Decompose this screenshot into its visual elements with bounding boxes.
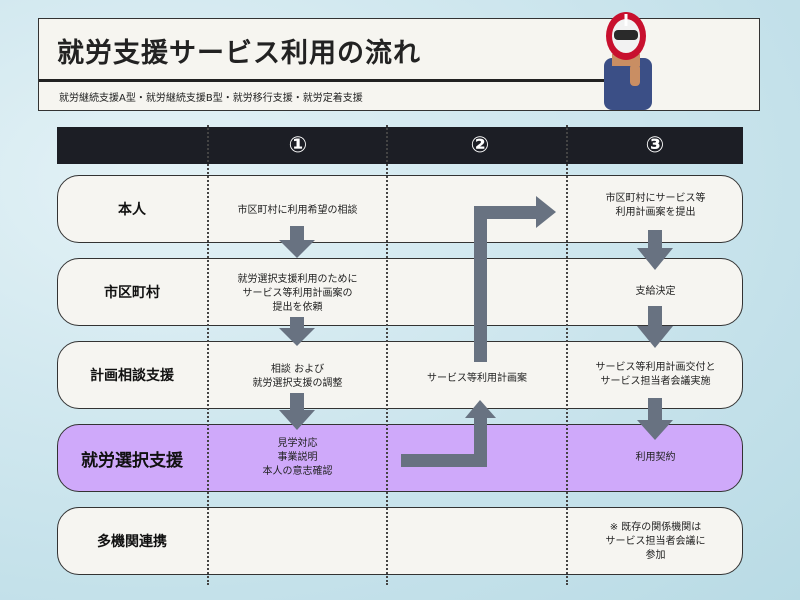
row-label-municipality: 市区町村 bbox=[104, 285, 160, 301]
page-title: 就労支援サービス利用の流れ bbox=[57, 38, 421, 69]
down-arrow-icon bbox=[279, 226, 315, 258]
down-arrow-icon bbox=[637, 306, 673, 348]
elbow-up-right-arrow-icon bbox=[474, 196, 556, 362]
step-3-label: ③ bbox=[645, 133, 665, 158]
row-multi-agency bbox=[57, 507, 743, 575]
elbow-right-up-arrow-icon bbox=[401, 400, 496, 467]
step-2-label: ② bbox=[470, 133, 490, 158]
cell-municipality-step3: 支給決定 bbox=[635, 286, 676, 297]
cell-selection-step3: 利用契約 bbox=[635, 452, 676, 463]
cell-multi-agency-step3: ※ 既存の関係機関は サービス担当者会議に 参加 bbox=[605, 522, 706, 561]
cell-planning-step2: サービス等利用計画案 bbox=[427, 373, 527, 384]
row-label-multi-agency: 多機関連携 bbox=[97, 534, 167, 550]
column-divider bbox=[207, 125, 209, 585]
row-employment-selection bbox=[57, 424, 743, 492]
down-arrow-icon bbox=[637, 398, 673, 440]
column-divider bbox=[386, 125, 388, 585]
down-arrow-icon bbox=[279, 393, 315, 430]
column-divider bbox=[566, 125, 568, 585]
cell-planning-step1: 相談 および 就労選択支援の調整 bbox=[252, 364, 343, 389]
row-municipality bbox=[57, 258, 743, 326]
cell-municipality-step1: 就労選択支援利用のために サービス等利用計画案の 提出を依頼 bbox=[237, 274, 358, 313]
row-label-planning-support: 計画相談支援 bbox=[90, 368, 174, 384]
row-planning-support bbox=[57, 341, 743, 409]
cell-honnin-step1: 市区町村に利用希望の相談 bbox=[237, 205, 358, 216]
down-arrow-icon bbox=[637, 230, 673, 270]
step-1-label: ① bbox=[288, 133, 308, 158]
cell-selection-step1: 見学対応 事業説明 本人の意志確認 bbox=[262, 438, 333, 477]
title-divider bbox=[39, 79, 609, 82]
row-label-employment-selection: 就労選択支援 bbox=[81, 450, 183, 471]
cell-planning-step3: サービス等利用計画交付と サービス担当者会議実施 bbox=[595, 362, 716, 387]
row-honnin bbox=[57, 175, 743, 243]
page-subtitle: 就労継続支援A型・就労継続支援B型・就労移行支援・就労定着支援 bbox=[59, 93, 363, 104]
cell-honnin-step3: 市区町村にサービス等 利用計画案を提出 bbox=[605, 193, 706, 218]
step-header-bar: ① ② ③ bbox=[57, 127, 743, 164]
presenter-avatar bbox=[604, 12, 652, 110]
row-label-honnin: 本人 bbox=[118, 202, 146, 218]
down-arrow-icon bbox=[279, 317, 315, 346]
